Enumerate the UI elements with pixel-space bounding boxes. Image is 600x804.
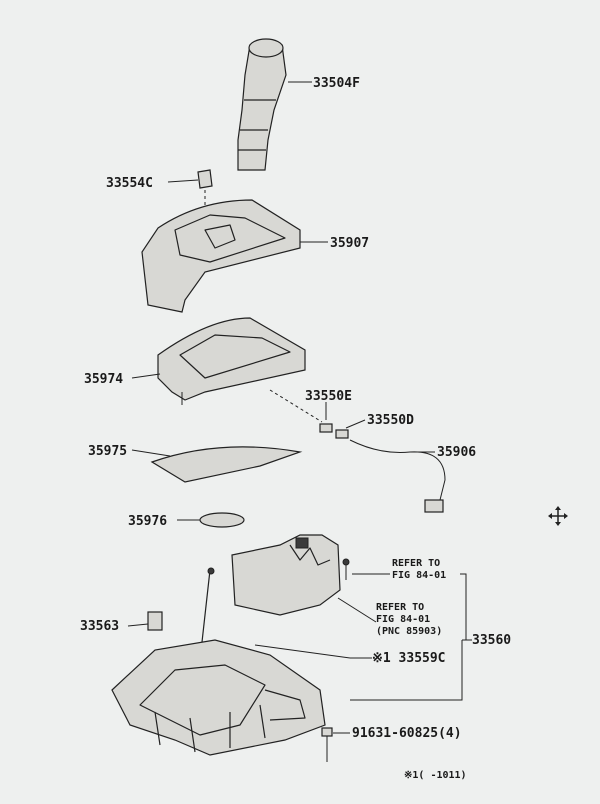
footer-note: ※1( -1011)	[404, 770, 467, 781]
move-cursor-icon	[548, 506, 568, 526]
refer1-line2: FIG 84-01	[392, 570, 446, 581]
lock-solenoid	[231, 534, 341, 616]
bulb-33550E	[319, 423, 333, 433]
bracket-33560	[460, 573, 467, 641]
label-33504F: 33504F	[313, 76, 360, 91]
refer2-line3: (PNC 85903)	[376, 626, 442, 637]
refer2-line2: FIG 84-01	[376, 614, 430, 625]
shift-lever-assembly	[111, 567, 326, 756]
label-35976: 35976	[128, 514, 167, 529]
label-33560: 33560	[472, 633, 511, 648]
label-35975: 35975	[88, 444, 127, 459]
label-33559C: ※1 33559C	[372, 651, 446, 666]
label-35974: 35974	[84, 372, 123, 387]
label-35907: 35907	[330, 236, 369, 251]
label-33550E: 33550E	[305, 389, 352, 404]
label-33550D: 33550D	[367, 413, 414, 428]
socket-33550D	[335, 429, 349, 439]
label-91631: 91631-60825(4)	[352, 726, 462, 741]
gasket-35976	[199, 512, 245, 528]
label-33563: 33563	[80, 619, 119, 634]
refer1-line1: REFER TO	[392, 558, 440, 569]
indicator-housing	[157, 317, 306, 405]
clip-33554C	[197, 169, 213, 189]
indicator-plate	[150, 446, 303, 483]
switch-33563	[147, 611, 163, 631]
label-35906: 35906	[437, 445, 476, 460]
connector-35906	[424, 499, 444, 513]
bolt-91631	[321, 727, 333, 762]
shift-bezel	[141, 199, 301, 313]
label-33554C: 33554C	[106, 176, 153, 191]
refer2-line1: REFER TO	[376, 602, 424, 613]
wire-harness	[349, 439, 446, 501]
shift-knob	[237, 38, 287, 171]
